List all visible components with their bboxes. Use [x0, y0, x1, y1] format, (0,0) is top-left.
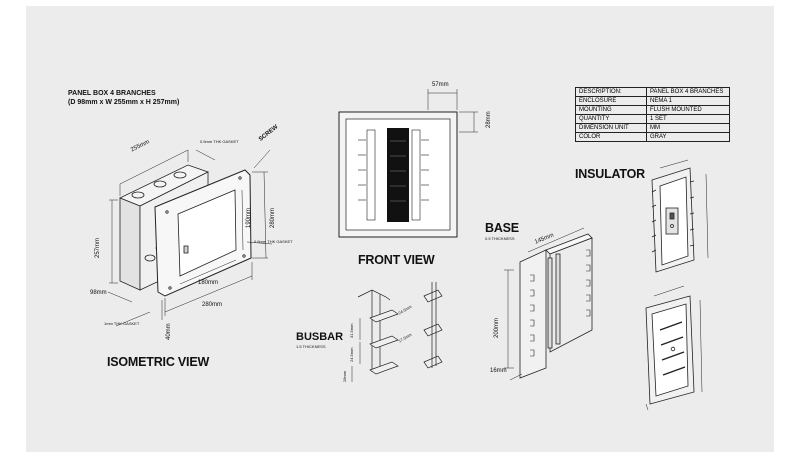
spec-row: ENCLOSURE NEMA 1 [575, 96, 730, 106]
insulator-label: INSULATOR [575, 167, 645, 181]
spec-value: NEMA 1 [646, 96, 730, 106]
dim-busbar-b: 24.5mm [349, 347, 354, 362]
spec-value: MM [646, 123, 730, 133]
dim-front-height: 28mm [486, 111, 492, 128]
dim-busbar-c: 28mm [342, 370, 347, 382]
dim-base-height: 200mm [494, 317, 500, 338]
front-view-dimension-lines [427, 89, 478, 133]
spec-key: DESCRIPTION: [575, 87, 647, 97]
spec-key: QUANTITY [575, 114, 647, 124]
spec-value: 1 SET [646, 114, 730, 124]
dim-iso-opening-height: 190mm [246, 207, 252, 228]
spec-key: COLOR [575, 132, 647, 142]
gasket-note-bottom: 1mm THK GASKET [104, 321, 140, 326]
dim-iso-opening-width: 180mm [198, 280, 219, 286]
front-view-panel [338, 111, 458, 238]
drawing-subtitle: (D 98mm x W 255mm x H 257mm) [68, 99, 180, 106]
spec-row: QUANTITY 1 SET [575, 114, 730, 124]
base-drawing [504, 227, 593, 381]
dim-iso-depth: 98mm [90, 290, 107, 296]
base-thickness-note: 0.5 THICKNESS [485, 236, 515, 241]
spec-key: DIMENSION UNIT [575, 123, 647, 133]
busbar-label: BUSBAR [296, 331, 344, 343]
insulator-bottom-drawing [645, 285, 703, 411]
insulator-top-drawing [651, 159, 709, 273]
isometric-view-label: ISOMETRIC VIEW [107, 355, 210, 369]
base-label: BASE [485, 221, 519, 235]
dim-front-width: 57mm [432, 82, 449, 88]
dim-base-depth: 16mm [490, 368, 507, 374]
spec-row: DESCRIPTION: PANEL BOX 4 BRANCHES [575, 87, 730, 97]
dim-iso-flange: 40mm [166, 323, 172, 340]
spec-key: ENCLOSURE [575, 96, 647, 106]
spec-row: MOUNTING FLUSH MOUNTED [575, 105, 730, 115]
dim-busbar-a: 31.5mm [349, 323, 354, 338]
dim-iso-cover-width: 280mm [202, 302, 223, 308]
busbar-drawing [351, 282, 443, 382]
spec-key: MOUNTING [575, 105, 647, 115]
gasket-note-top: 0.5mm THK GASKET [200, 139, 239, 144]
dim-iso-cover-height: 280mm [270, 207, 276, 228]
front-view-label: FRONT VIEW [358, 253, 435, 267]
isometric-box [119, 164, 252, 297]
dim-iso-height: 257mm [95, 237, 101, 258]
isometric-dimension-lines [107, 149, 273, 327]
spec-table: DESCRIPTION: PANEL BOX 4 BRANCHES ENCLOS… [575, 87, 730, 142]
spec-row: DIMENSION UNIT MM [575, 123, 730, 133]
busbar-thickness-note: 1.5 THICKNESS [296, 344, 326, 349]
spec-row: COLOR GRAY [575, 132, 730, 142]
spec-value: PANEL BOX 4 BRANCHES [646, 87, 730, 97]
drawing-title: PANEL BOX 4 BRANCHES [68, 90, 156, 97]
spec-value: FLUSH MOUNTED [646, 105, 730, 115]
gasket-note-side: 0.5mm THK GASKET [254, 239, 293, 244]
spec-value: GRAY [646, 132, 730, 142]
